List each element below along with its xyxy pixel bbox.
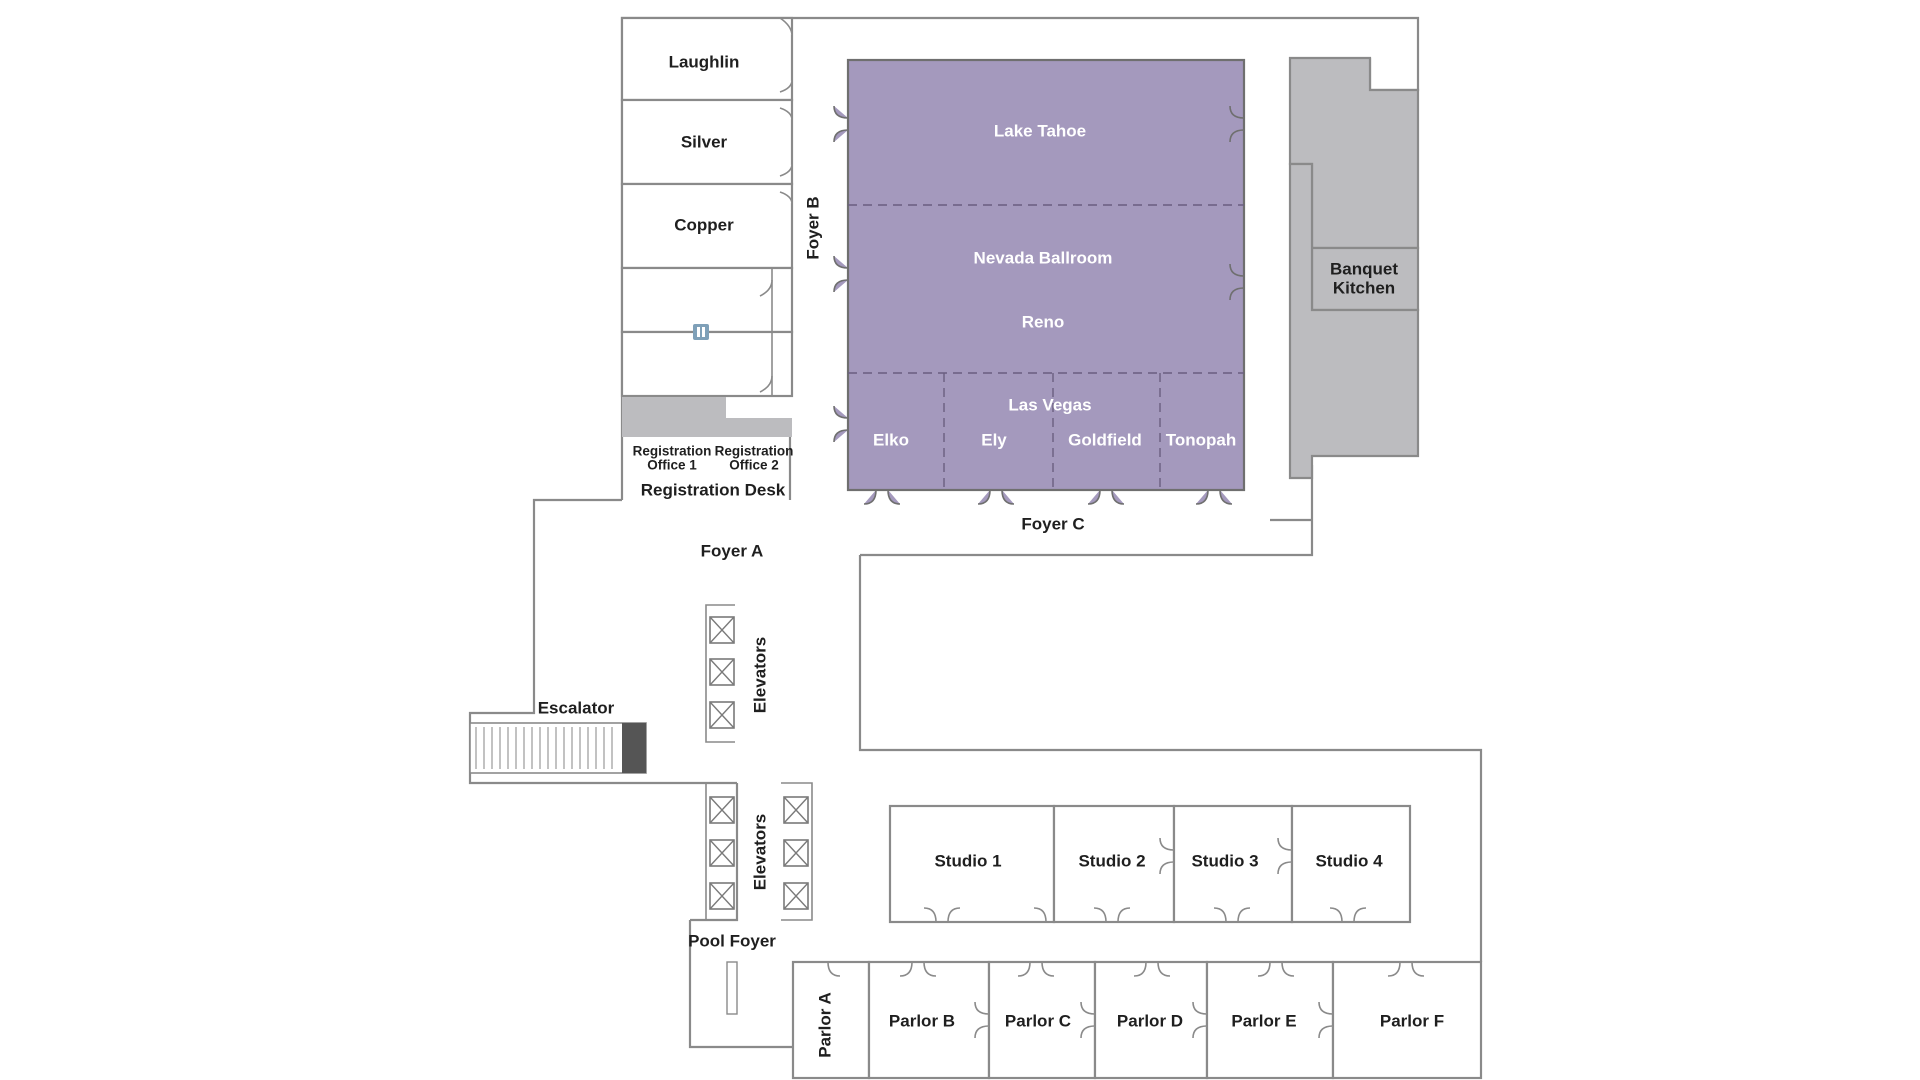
label-las-vegas: Las Vegas [1008,395,1091,414]
label-parlor-d: Parlor D [1117,1011,1183,1030]
label-ely: Ely [981,430,1007,449]
door-icon [923,837,1367,923]
room-parlor-f[interactable] [1331,960,1483,1080]
room-studio-1[interactable] [888,804,1056,924]
elevator-car-icon [783,796,809,824]
label-foyer-a: Foyer A [701,541,764,560]
door-icon [759,375,773,393]
label-parlor-f: Parlor F [1380,1011,1444,1030]
label-copper: Copper [674,215,734,234]
room-laughlin[interactable] [620,16,794,102]
label-reg-office-1-b: Office 1 [647,458,697,473]
label-registration-desk: Registration Desk [641,480,786,499]
label-reg-office-2-a: Registration [715,444,794,459]
label-laughlin: Laughlin [669,52,740,71]
label-parlor-e: Parlor E [1231,1011,1296,1030]
label-studio-4: Studio 4 [1315,851,1383,870]
room-labels: Laughlin Silver Copper Foyer B Lake Taho… [538,52,1444,1057]
label-tonopah: Tonopah [1166,430,1237,449]
label-parlor-a: Parlor A [815,992,834,1058]
label-reg-office-2-b: Office 2 [729,458,779,473]
label-elevators-upper: Elevators [750,637,769,714]
restroom-area [620,266,794,334]
elevator-car-icon [709,616,735,644]
ballroom-floor[interactable] [846,58,1246,492]
label-studio-2: Studio 2 [1078,851,1145,870]
elevator-bank-lower [705,782,813,921]
left-meeting-rooms [620,16,794,437]
banquet-kitchen [1288,56,1420,480]
label-pool-foyer: Pool Foyer [688,931,776,950]
elevator-car-icon [709,658,735,686]
label-elevators-lower: Elevators [750,814,769,891]
registration-counter [622,397,792,437]
label-banquet-kitchen-1: Banquet [1330,259,1398,278]
room-parlor-d[interactable] [1093,960,1209,1080]
room-studio-4[interactable] [1290,804,1412,924]
elevator-car-icon [783,882,809,910]
label-escalator: Escalator [538,698,615,717]
escalator [469,722,647,774]
door-icon [759,279,773,297]
label-parlor-c: Parlor C [1005,1011,1071,1030]
label-silver: Silver [681,132,728,151]
room-copper[interactable] [620,182,794,270]
room-parlor-a[interactable] [791,960,871,1080]
label-goldfield: Goldfield [1068,430,1142,449]
parlor-rooms [791,960,1483,1080]
door-icon [779,163,793,205]
restroom-icon [693,324,709,340]
label-reg-office-1-a: Registration [633,444,712,459]
elevator-car-icon [709,839,735,867]
label-lake-tahoe: Lake Tahoe [994,121,1086,140]
pool-bench [726,961,738,1015]
door-icon [779,17,793,37]
label-nevada-ballroom: Nevada Ballroom [974,248,1113,267]
room-studio-2[interactable] [1052,804,1176,924]
door-icon [827,961,1425,1039]
label-studio-3: Studio 3 [1191,851,1258,870]
label-studio-1: Studio 1 [934,851,1001,870]
door-icon [779,79,793,121]
nevada-ballroom [833,58,1246,505]
label-foyer-c: Foyer C [1021,514,1084,533]
label-foyer-b: Foyer B [803,196,822,259]
room-studio-3[interactable] [1172,804,1294,924]
elevator-bank-upper [705,604,735,743]
room-parlor-c[interactable] [987,960,1097,1080]
label-parlor-b: Parlor B [889,1011,955,1030]
studio-rooms [888,804,1412,924]
label-banquet-kitchen-2: Kitchen [1333,278,1395,297]
label-elko: Elko [873,430,909,449]
elevator-car-icon [709,701,735,729]
door-icon [833,105,1245,505]
elevator-car-icon [709,882,735,910]
elevator-car-icon [709,796,735,824]
label-reno: Reno [1022,312,1065,331]
elevator-car-icon [783,839,809,867]
restroom-area-2 [620,330,794,398]
room-parlor-b[interactable] [867,960,991,1080]
